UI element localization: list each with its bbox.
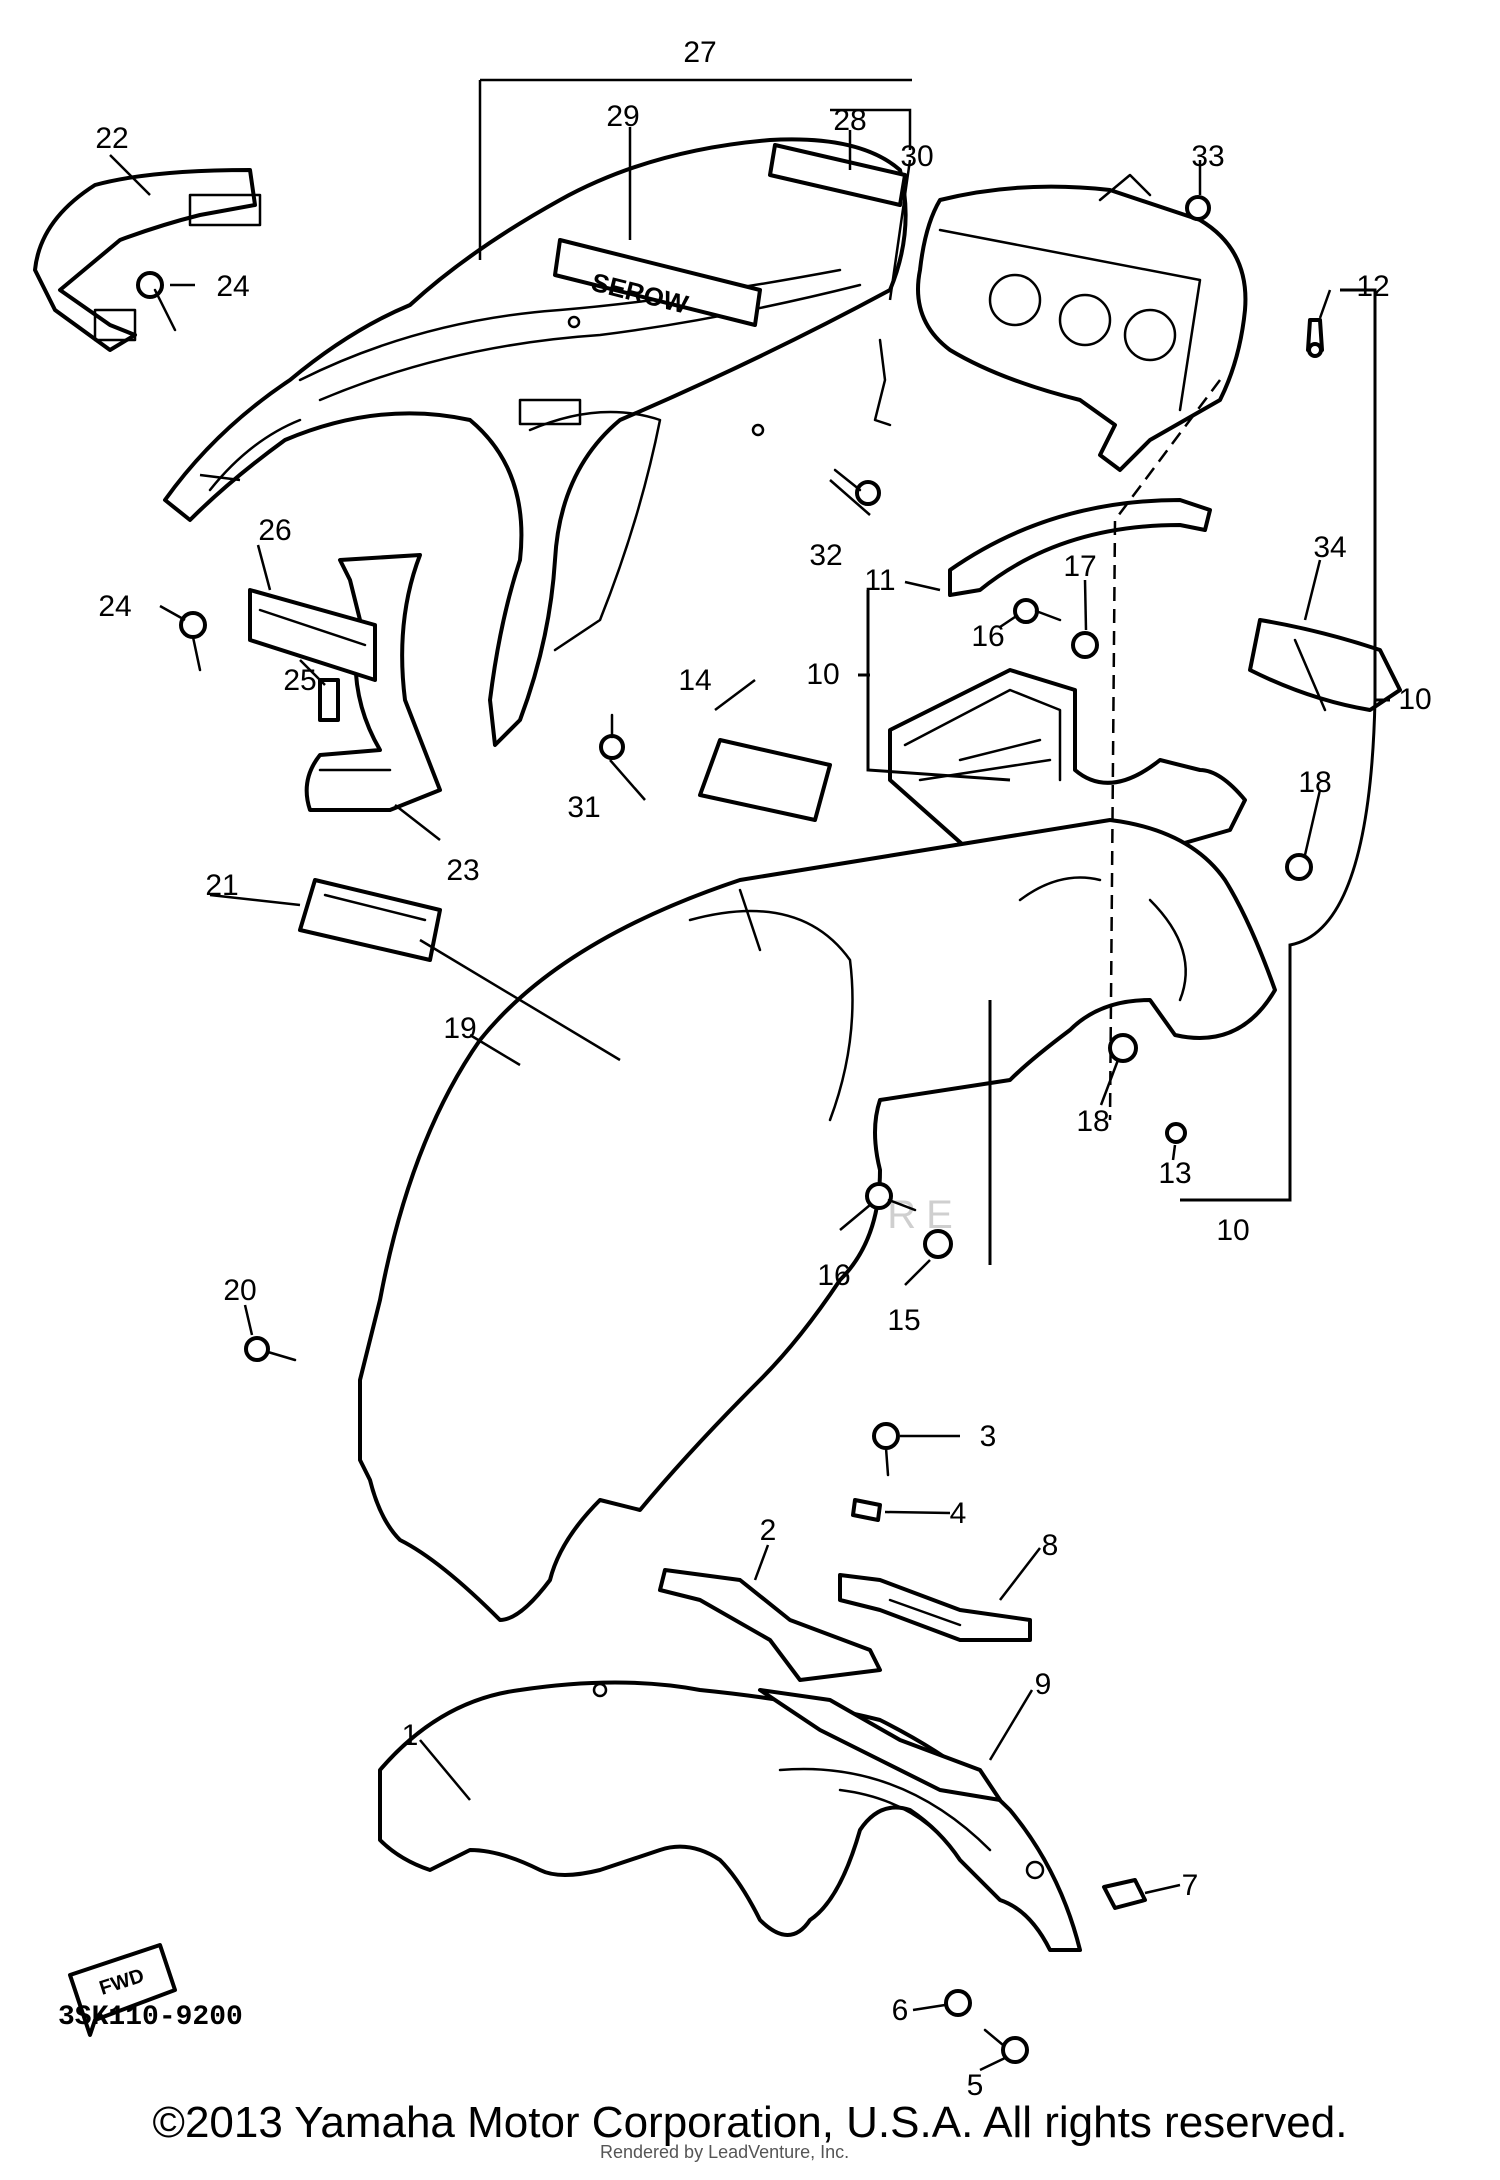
rendered-note: Rendered by LeadVenture, Inc. xyxy=(600,2142,850,2162)
callout-10-c: 10 xyxy=(1216,1214,1249,1247)
callout-33: 33 xyxy=(1191,140,1224,173)
fwd-arrow: FWD xyxy=(68,1943,177,2037)
callout-18-a: 18 xyxy=(1298,766,1331,799)
callout-29: 29 xyxy=(606,100,639,133)
callout-20: 20 xyxy=(223,1274,256,1307)
callout-1: 1 xyxy=(402,1719,419,1752)
front-fender xyxy=(378,1680,1082,1952)
rear-fender xyxy=(358,818,1277,1622)
callout-11: 11 xyxy=(864,564,895,597)
diagram-code: 3SK110-9200 xyxy=(58,2002,243,2033)
callout-9: 9 xyxy=(1035,1668,1052,1701)
callout-19: 19 xyxy=(443,1012,476,1045)
callout-13: 13 xyxy=(1158,1157,1191,1190)
tail-light-housing xyxy=(916,173,1248,472)
callout-27: 27 xyxy=(683,36,716,69)
callout-10-b: 10 xyxy=(1398,683,1431,716)
callout-5: 5 xyxy=(967,2069,984,2102)
callout-6: 6 xyxy=(892,1994,909,2027)
grab-bar-front xyxy=(33,168,262,352)
callout-2: 2 xyxy=(760,1514,777,1547)
callout-21: 21 xyxy=(205,869,238,902)
group-brackets xyxy=(858,288,1390,1265)
callout-32: 32 xyxy=(809,539,842,572)
fasteners xyxy=(136,195,1324,2064)
callout-12: 12 xyxy=(1356,270,1389,303)
callout-16-b: 16 xyxy=(817,1259,850,1292)
callout-15: 15 xyxy=(887,1304,920,1337)
callout-31: 31 xyxy=(567,791,600,824)
fender-brackets xyxy=(658,1568,1032,1802)
copyright-notice: ©2013 Yamaha Motor Corporation, U.S.A. A… xyxy=(152,2098,1348,2147)
callout-7: 7 xyxy=(1182,1869,1199,1902)
callout-18-b: 18 xyxy=(1076,1105,1109,1138)
callout-24-a: 24 xyxy=(216,270,249,303)
callout-3: 3 xyxy=(980,1420,997,1453)
callout-25: 25 xyxy=(283,664,316,697)
callout-22: 22 xyxy=(95,122,128,155)
tail-bracket xyxy=(948,498,1212,597)
callout-30: 30 xyxy=(900,140,933,173)
seat-assembly: SEROW xyxy=(163,137,908,747)
side-cover xyxy=(248,553,442,812)
callout-10-a: 10 xyxy=(806,658,839,691)
callout-14: 14 xyxy=(678,664,711,697)
callout-labels: 1 2 3 4 5 6 7 8 9 10 10 10 10 11 12 13 1… xyxy=(95,36,1431,2102)
reflectors xyxy=(298,618,1402,962)
callout-17: 17 xyxy=(1063,550,1096,583)
callout-26: 26 xyxy=(258,514,291,547)
callout-4: 4 xyxy=(950,1497,967,1530)
callout-28: 28 xyxy=(833,104,866,137)
callout-8: 8 xyxy=(1042,1529,1059,1562)
callout-23: 23 xyxy=(446,854,479,887)
callout-34: 34 xyxy=(1313,531,1346,564)
callout-24-b: 24 xyxy=(98,590,131,623)
callout-16-a: 16 xyxy=(971,620,1004,653)
